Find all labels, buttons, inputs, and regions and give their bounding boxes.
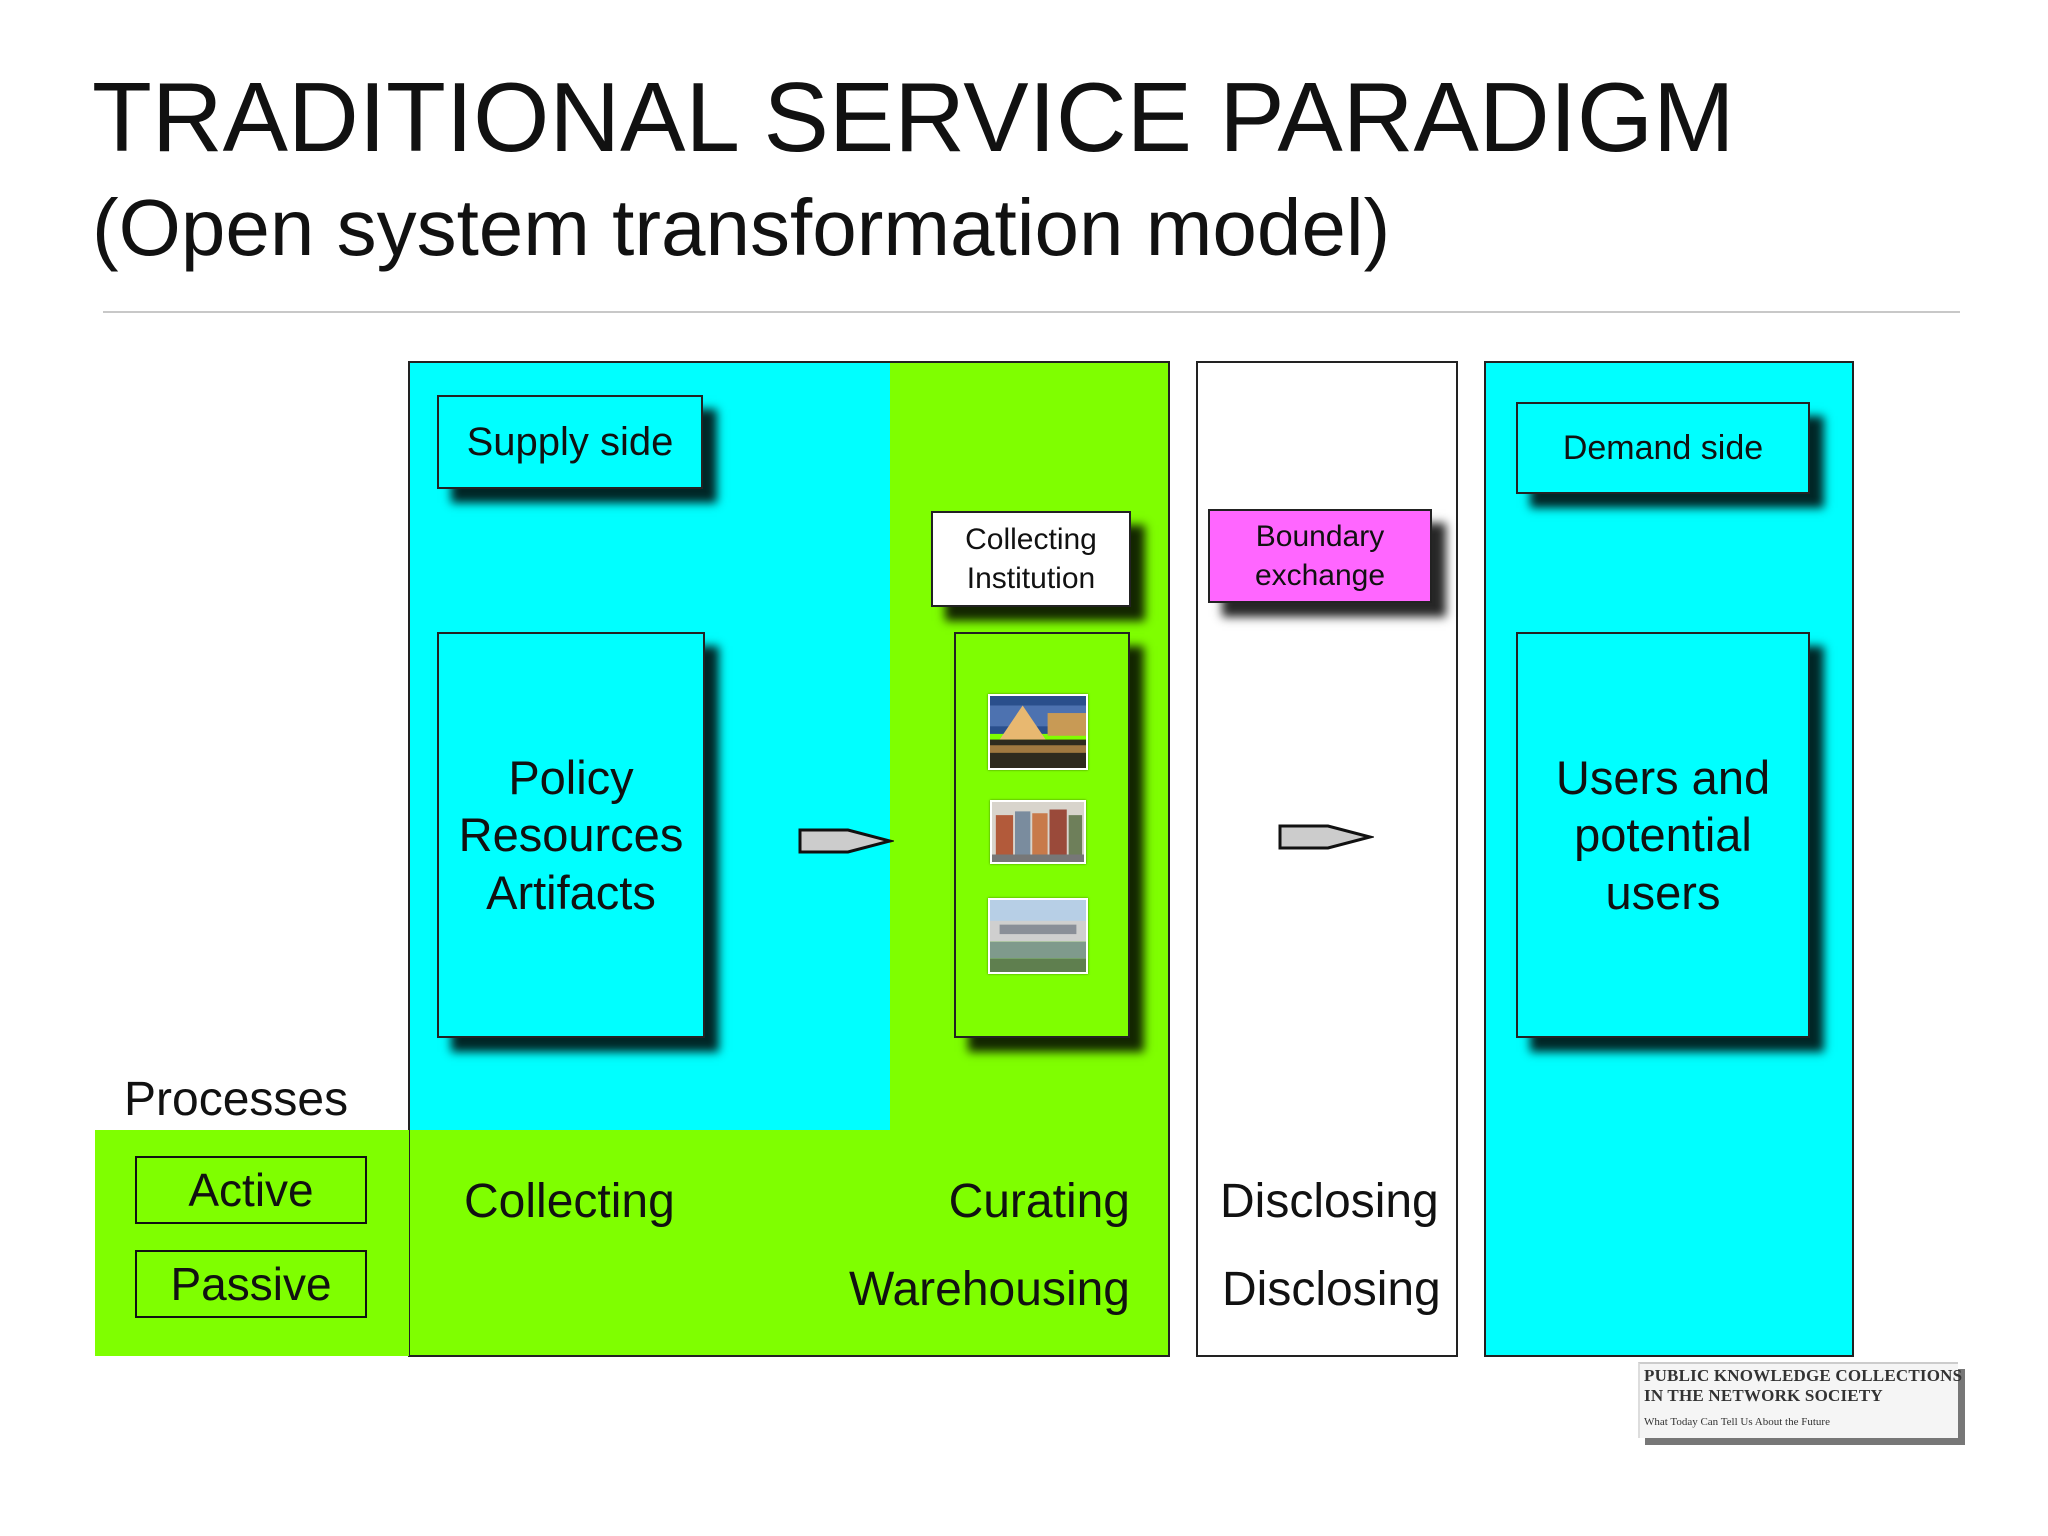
supply-side-label: Supply side: [437, 395, 703, 489]
demand-core-line-2: potential: [1574, 808, 1752, 862]
demand-core-line-3: users: [1605, 865, 1721, 919]
arrow-right-icon: [1278, 824, 1374, 850]
process-warehousing: Warehousing: [848, 1263, 1130, 1316]
page-title: TRADITIONAL SERVICE PARADIGM: [92, 62, 1735, 172]
boundary-line-1: Boundary: [1255, 520, 1385, 553]
processes-strip: [95, 1130, 409, 1356]
passive-legend-box: Passive: [135, 1250, 367, 1318]
institution-line-2: Institution: [966, 562, 1096, 595]
process-disclosing-active: Disclosing: [1220, 1175, 1439, 1228]
supply-core-line-1: Policy: [508, 751, 634, 804]
collecting-institution-label: Collecting Institution: [931, 511, 1131, 607]
page-subtitle: (Open system transformation model): [92, 183, 1391, 272]
book-subtitle: What Today Can Tell Us About the Future: [1644, 1416, 1830, 1428]
book-cover-image: PUBLIC KNOWLEDGE COLLECTIONS IN THE NETW…: [1638, 1362, 1962, 1438]
supply-core-line-2: Resources: [458, 808, 684, 862]
building-photo: [988, 898, 1088, 974]
museum-photo: [988, 694, 1088, 770]
demand-core-line-1: Users and: [1555, 751, 1771, 804]
demand-side-label: Demand side: [1516, 402, 1810, 494]
institution-line-1: Collecting: [965, 523, 1097, 556]
process-collecting: Collecting: [464, 1175, 675, 1228]
active-legend-box: Active: [135, 1156, 367, 1224]
boundary-exchange-label: Boundary exchange: [1208, 509, 1432, 603]
library-photo: [990, 800, 1086, 864]
process-disclosing-passive: Disclosing: [1222, 1263, 1441, 1316]
supply-core-line-3: Artifacts: [486, 865, 656, 919]
process-curating: Curating: [948, 1175, 1130, 1228]
title-divider: [103, 311, 1960, 313]
demand-core-box: Users and potential users: [1516, 632, 1810, 1038]
book-title-line-1: PUBLIC KNOWLEDGE COLLECTIONS: [1644, 1366, 1963, 1385]
supply-core-box: Policy Resources Artifacts: [437, 632, 705, 1038]
book-title-line-2: IN THE NETWORK SOCIETY: [1644, 1386, 1883, 1405]
boundary-line-2: exchange: [1254, 559, 1386, 592]
processes-heading: Processes: [124, 1073, 349, 1126]
arrow-right-icon: [798, 828, 894, 854]
